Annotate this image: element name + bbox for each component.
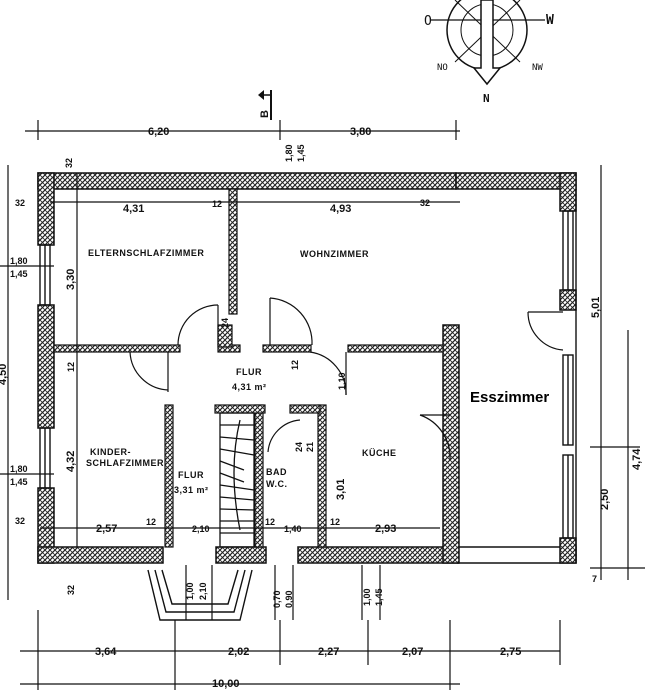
dim-flur-12: 12 [290, 360, 300, 370]
dim-top-mid-b: 1,45 [296, 144, 306, 162]
dim-inner-right: 4,93 [330, 203, 351, 215]
dim-right-474: 4,74 [631, 448, 643, 470]
dim-base-202: 2,02 [228, 646, 249, 658]
dim-inner-left: 4,31 [123, 203, 144, 215]
compass-nw-label: NW [532, 63, 543, 73]
dim-left-180b: 1,80 [10, 464, 28, 474]
dim-left-145b: 1,45 [10, 477, 28, 487]
room-label-kueche: KÜCHE [362, 448, 397, 458]
dim-left-180: 1,80 [10, 256, 28, 266]
dim-bot-145: 1,45 [374, 588, 384, 606]
dim-inner-right-wall: 32 [420, 198, 430, 208]
dim-row-257: 2,57 [96, 523, 117, 535]
dim-door-24: 24 [220, 318, 230, 328]
room-area-flur-upper: 4,31 m² [232, 382, 267, 392]
dim-top-right: 3,80 [350, 126, 371, 138]
dim-wall-32-left: 32 [15, 198, 25, 208]
compass-west-label: O [424, 14, 432, 29]
room-area-flur-lower: 3,31 m² [174, 485, 209, 495]
dim-bad-24: 24 [294, 442, 304, 452]
compass-north-label: N [483, 92, 490, 105]
dim-left-450: 4,50 [0, 364, 9, 385]
room-label-kinder-1: KINDER- [90, 447, 131, 457]
dim-left-330: 3,30 [65, 269, 77, 290]
dim-left-145: 1,45 [10, 269, 28, 279]
dim-left-432: 4,32 [65, 451, 77, 472]
entrance-steps [147, 569, 253, 621]
room-label-flur-lower: FLUR [178, 470, 204, 480]
dim-row-12a: 12 [146, 517, 156, 527]
dim-flur-110: 1,10 [337, 372, 347, 390]
dim-total: 10,00 [212, 678, 240, 690]
room-label-flur-upper: FLUR [236, 367, 262, 377]
door-swings [129, 297, 564, 461]
dim-bot-32: 32 [66, 585, 76, 595]
room-label-esszimmer: Esszimmer [470, 389, 549, 406]
dim-bot-100: 1,00 [185, 582, 195, 600]
section-label: B [259, 110, 271, 118]
dim-row-140: 1,40 [284, 524, 302, 534]
compass-no-label: NO [437, 63, 448, 73]
interior-walls [53, 188, 444, 548]
dim-right-7: 7 [592, 574, 597, 584]
dim-right-501: 5,01 [590, 297, 602, 318]
compass-east-label: W [546, 13, 554, 28]
left-windows [39, 244, 51, 489]
dim-inner-mid: 12 [212, 199, 222, 209]
dim-left-12: 12 [66, 362, 76, 372]
dim-top-mid-a: 1,80 [284, 144, 294, 162]
dim-bad-21: 21 [305, 442, 315, 452]
dim-base-207: 2,07 [402, 646, 423, 658]
room-label-kinder-2: SCHLAFZIMMER [86, 458, 164, 468]
section-marker: B [258, 90, 272, 120]
room-label-wohnzimmer: WOHNZIMMER [300, 249, 369, 259]
dimension-lines [0, 120, 645, 690]
room-label-wc: W.C. [266, 479, 288, 489]
dim-row-12b: 12 [265, 517, 275, 527]
esszimmer-windows [562, 189, 577, 563]
dimension-labels: 6,20 3,80 1,80 1,45 4,31 12 4,93 32 32 3… [0, 126, 643, 690]
dim-base-227: 2,27 [318, 646, 339, 658]
dim-row-293: 2,93 [375, 523, 396, 535]
dim-left-32b: 32 [15, 516, 25, 526]
exterior-walls [37, 172, 577, 564]
dim-row-12c: 12 [330, 517, 340, 527]
dim-base-364: 3,64 [95, 646, 117, 658]
dim-base-275: 2,75 [500, 646, 521, 658]
dim-bot-090: 0,90 [284, 590, 294, 608]
room-label-elternschlafzimmer: ELTERNSCHLAFZIMMER [88, 248, 204, 258]
dim-bot-100b: 1,00 [362, 588, 372, 606]
staircase [219, 412, 255, 548]
dim-wall-32-top: 32 [64, 158, 74, 168]
room-label-bad: BAD [266, 467, 287, 477]
dim-row-210: 2,10 [192, 524, 210, 534]
dim-top-left: 6,20 [148, 126, 169, 138]
dim-right-250: 2,50 [599, 489, 611, 510]
dim-bot-070: 0,70 [272, 590, 282, 608]
compass-rose: O W NO NW N [424, 0, 554, 105]
dim-kueche-301: 3,01 [335, 479, 347, 500]
dim-bot-210: 2,10 [198, 582, 208, 600]
